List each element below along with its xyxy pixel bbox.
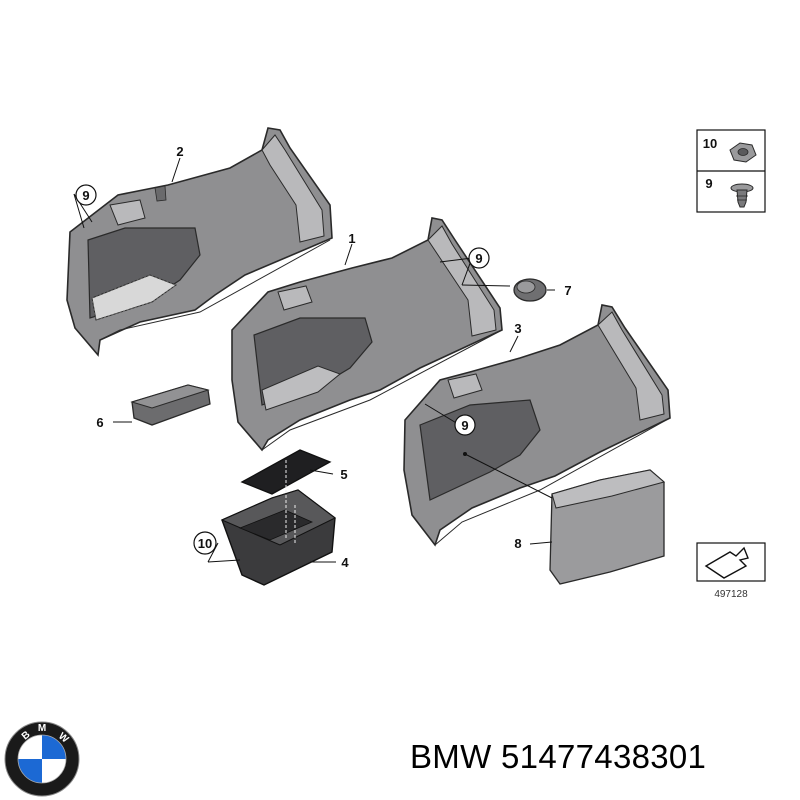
side-cover xyxy=(549,469,666,585)
svg-text:9: 9 xyxy=(475,251,482,266)
cover-part xyxy=(130,384,211,426)
svg-text:9: 9 xyxy=(82,188,89,203)
circle-callout-9-center: 9 xyxy=(468,247,490,269)
trim-panel-center xyxy=(231,217,503,452)
callout-2: 2 xyxy=(176,144,183,159)
cap-part xyxy=(513,278,547,302)
legend-label-10: 10 xyxy=(703,136,717,151)
circle-callout-9-left: 9 xyxy=(75,184,97,206)
clip-icon xyxy=(730,183,754,208)
bmw-logo: B M W xyxy=(4,721,80,797)
circle-callout-10: 10 xyxy=(193,531,217,555)
svg-text:9: 9 xyxy=(461,418,468,433)
svg-text:10: 10 xyxy=(198,536,212,551)
storage-tray xyxy=(220,460,336,586)
callout-6: 6 xyxy=(96,415,103,430)
logo-letter-m: M xyxy=(38,723,46,734)
fastener-legend: 10 9 xyxy=(696,129,766,213)
callout-8: 8 xyxy=(514,536,521,551)
nut-icon xyxy=(729,142,757,163)
callout-1: 1 xyxy=(348,231,355,246)
reference-box: 497128 xyxy=(696,542,766,600)
legend-label-9: 9 xyxy=(705,176,712,191)
trim-panel-right xyxy=(403,304,671,547)
trim-panel-left xyxy=(66,127,333,357)
brand-name: BMW xyxy=(410,738,492,775)
callout-3: 3 xyxy=(514,321,521,336)
part-caption: BMW 51477438301 xyxy=(410,738,706,776)
arrow-icon xyxy=(704,546,749,579)
callout-4: 4 xyxy=(341,555,349,570)
callout-5: 5 xyxy=(340,467,347,482)
leader-dot xyxy=(463,452,467,456)
part-number: 51477438301 xyxy=(501,738,707,775)
callout-7: 7 xyxy=(564,283,571,298)
reference-number: 497128 xyxy=(714,589,748,600)
circle-callout-9-right: 9 xyxy=(454,414,476,436)
